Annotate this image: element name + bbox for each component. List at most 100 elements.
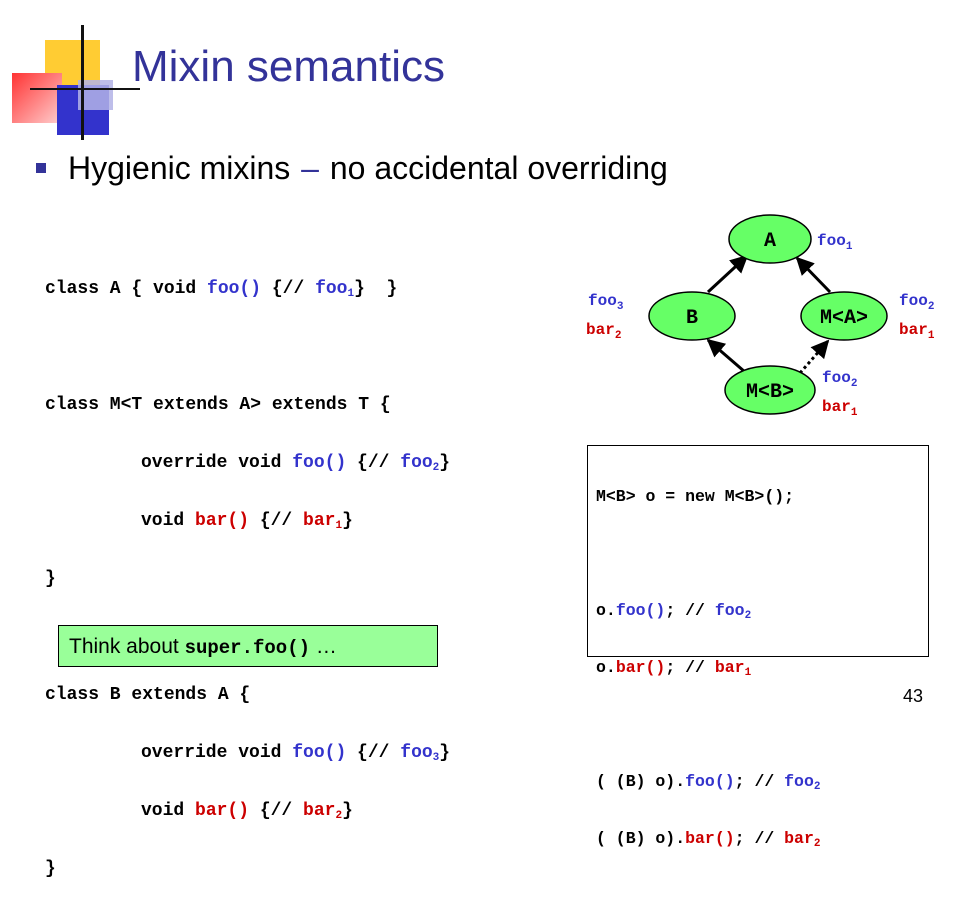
callout-code: super.foo() [184, 637, 310, 659]
annotation-mb-foo: foo2 [822, 369, 857, 390]
usage-blank-line [596, 540, 928, 569]
code-text: void [141, 511, 196, 531]
ref-name: bar [784, 828, 814, 848]
bullet-square-icon [36, 162, 46, 173]
usage-blank-line [596, 711, 928, 740]
annotation-mb-bar: bar1 [822, 398, 858, 419]
ann-name: foo [588, 292, 617, 310]
ann-name: bar [822, 398, 851, 416]
annotation-ma-foo: foo2 [899, 292, 934, 313]
ann-name: foo [817, 232, 846, 250]
code-line-class-m-header: class M<T extends A> extends T { [45, 395, 391, 415]
node-m-a-label: M<A> [820, 307, 868, 330]
ref-subscript: 2 [335, 810, 343, 822]
node-m-b: M<B> [724, 365, 816, 415]
usage-text: ( (B) o). [596, 771, 686, 791]
code-comment-ref: foo1 [315, 279, 355, 300]
annotation-ma-bar: bar1 [899, 321, 935, 342]
usage-line-declaration: M<B> o = new M<B>(); [596, 486, 795, 506]
code-line-b-foo: override void foo() {// foo3} [45, 739, 450, 768]
code-line-m-bar: void bar() {// bar1} [45, 507, 450, 536]
code-text: } } [354, 279, 398, 299]
usage-text: ( (B) o). [596, 828, 686, 848]
code-text: {// [346, 453, 401, 473]
ref-name: bar [303, 801, 336, 821]
ann-subscript: 2 [851, 378, 858, 390]
usage-text: ; // [734, 771, 785, 791]
usage-foo-call: foo() [615, 600, 666, 620]
ref-subscript: 1 [744, 666, 752, 679]
node-a-label: A [764, 230, 776, 253]
annotation-b-foo: foo3 [588, 292, 624, 313]
annotation-b-bar: bar2 [586, 321, 621, 342]
bullet-point: Hygienic mixins – no accidental overridi… [36, 150, 668, 194]
think-about-callout: Think about super.foo() … [58, 625, 438, 667]
usage-comment-ref: bar2 [784, 828, 821, 850]
edge-mb-to-b [706, 338, 746, 374]
usage-text: o. [596, 657, 616, 677]
node-m-b-label: M<B> [746, 381, 794, 404]
code-text: } [439, 743, 451, 763]
code-text: override void [141, 743, 293, 763]
code-bar-call: bar() [195, 511, 250, 531]
code-comment-ref: foo3 [400, 743, 439, 764]
usage-bar-call: bar() [685, 828, 735, 848]
ann-subscript: 2 [615, 330, 622, 342]
annotation-a-foo: foo1 [817, 232, 853, 253]
ref-name: foo [315, 279, 348, 299]
bullet-dash: – [301, 150, 319, 186]
logo-red-square [12, 73, 62, 123]
code-text: {// [249, 511, 304, 531]
code-text: void [141, 801, 196, 821]
ref-subscript: 1 [335, 520, 343, 532]
usage-line-cast-foo: ( (B) o).foo(); // foo2 [596, 768, 928, 797]
code-text: } [342, 801, 353, 821]
code-text: class A { void [45, 279, 208, 299]
code-foo-call: foo() [207, 279, 262, 299]
ref-subscript: 2 [432, 462, 440, 474]
code-text: {// [249, 801, 304, 821]
slide-title: Mixin semantics [132, 42, 445, 91]
logo-horizontal-line [30, 88, 140, 90]
mixin-hierarchy-diagram: A B M<A> M<B> foo1 foo3 bar2 foo2 bar1 f… [586, 214, 935, 419]
node-a: A [728, 214, 812, 264]
code-listing: class A { void foo() {// foo1} } class M… [45, 246, 450, 913]
usage-example-box: M<B> o = new M<B>(); o.foo(); // foo2 o.… [587, 445, 929, 849]
bullet-text-prefix: Hygienic mixins [68, 150, 291, 186]
usage-text: ; // [665, 657, 715, 677]
code-text: } [342, 511, 353, 531]
ann-name: bar [899, 321, 928, 339]
code-comment-ref: bar2 [303, 801, 343, 822]
ref-subscript: 2 [744, 609, 752, 622]
node-m-a: M<A> [800, 291, 888, 341]
ref-name: bar [714, 657, 745, 677]
ref-subscript: 1 [347, 288, 355, 300]
code-text: } [439, 453, 451, 473]
code-foo-call: foo() [292, 453, 347, 473]
node-b-label: B [686, 307, 698, 330]
code-comment-ref: bar1 [303, 511, 343, 532]
ann-subscript: 1 [846, 241, 853, 253]
code-line-class-a: class A { void foo() {// foo1} } [45, 275, 450, 304]
ref-subscript: 2 [813, 837, 821, 850]
page-number: 43 [903, 686, 924, 706]
code-line-m-close: } [45, 569, 56, 589]
ann-subscript: 2 [928, 301, 935, 313]
code-line-b-close: } [45, 859, 56, 879]
node-b: B [648, 291, 736, 341]
code-line-class-b-header: class B extends A { [45, 685, 251, 705]
code-line-b-bar: void bar() {// bar2} [45, 797, 450, 826]
logo-vertical-line [81, 25, 84, 140]
usage-comment-ref: foo2 [715, 601, 752, 622]
callout-ellipsis: … [310, 635, 337, 658]
ref-name: foo [400, 453, 433, 473]
callout-text: Think about [69, 635, 185, 658]
edge-mb-to-ma [798, 339, 830, 374]
usage-text: o. [596, 600, 616, 620]
code-comment-ref: foo2 [400, 453, 440, 474]
ann-subscript: 1 [928, 330, 935, 342]
usage-line-foo: o.foo(); // foo2 [596, 597, 928, 626]
usage-foo-call: foo() [685, 771, 735, 791]
ref-name: foo [400, 743, 433, 763]
ann-subscript: 3 [617, 301, 624, 313]
